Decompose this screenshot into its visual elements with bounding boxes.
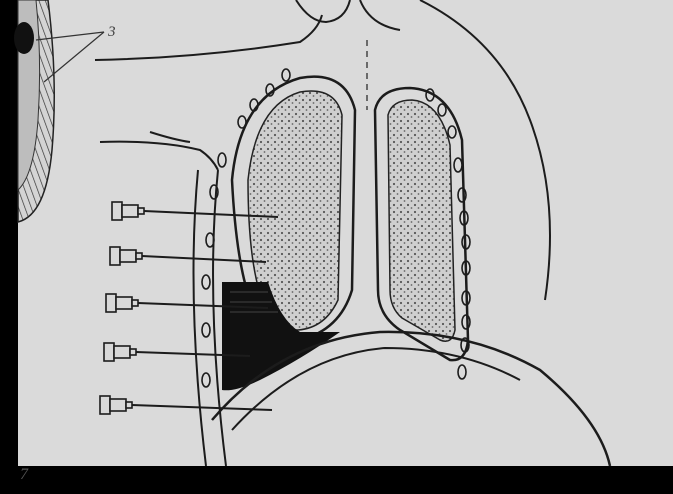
figure-number: 7 xyxy=(20,466,28,484)
paper-bottom-edge xyxy=(18,466,673,494)
callout-label: 3 xyxy=(108,24,116,41)
paper-background xyxy=(18,0,673,466)
